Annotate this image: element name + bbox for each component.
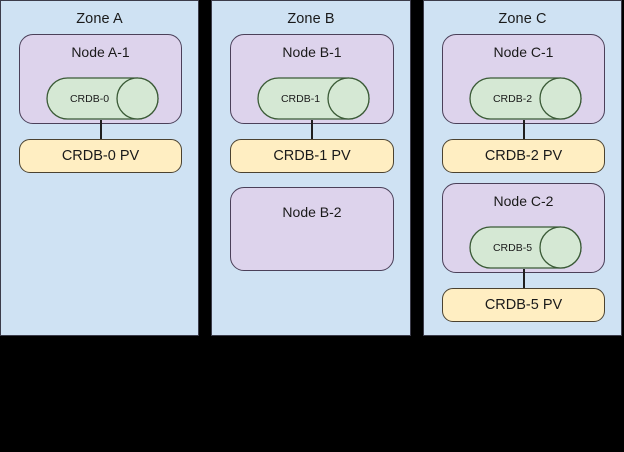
database-label-crdb-1: CRDB-1	[280, 92, 321, 105]
node-title-b-1: Node B-1	[282, 44, 342, 60]
pv-label-crdb-0: CRDB-0 PV	[61, 148, 140, 164]
node-box-b-2[interactable]: Node B-2	[230, 187, 394, 271]
connector-node-c-2-to-pv	[523, 269, 525, 289]
database-cylinder-crdb-2[interactable]: CRDB-2	[469, 77, 582, 120]
pv-label-crdb-2: CRDB-2 PV	[484, 148, 563, 164]
pv-box-crdb-1[interactable]: CRDB-1 PV	[230, 139, 394, 173]
pv-label-crdb-5: CRDB-5 PV	[484, 297, 563, 313]
pv-box-crdb-0[interactable]: CRDB-0 PV	[19, 139, 182, 173]
pv-box-crdb-5[interactable]: CRDB-5 PV	[442, 288, 605, 322]
zone-panel-a[interactable]: Zone A Node A-1 CRDB-0 CRDB-0 PV	[0, 0, 199, 336]
database-cylinder-crdb-0[interactable]: CRDB-0	[46, 77, 159, 120]
cylinder-shape-icon	[469, 226, 582, 269]
database-label-crdb-2: CRDB-2	[492, 92, 533, 105]
cylinder-shape-icon	[46, 77, 159, 120]
connector-node-c-1-to-pv	[523, 120, 525, 140]
database-cylinder-crdb-1[interactable]: CRDB-1	[257, 77, 370, 120]
cylinder-shape-icon	[257, 77, 370, 120]
node-title-a-1: Node A-1	[71, 44, 130, 60]
zone-panel-c[interactable]: Zone C Node C-1 CRDB-2 CRDB-2 PV Node C-…	[423, 0, 622, 336]
database-label-crdb-0: CRDB-0	[69, 92, 110, 105]
database-label-crdb-5: CRDB-5	[492, 241, 533, 254]
zone-title-a: Zone A	[76, 11, 123, 27]
connector-node-b-1-to-pv	[311, 120, 313, 140]
node-title-c-1: Node C-1	[493, 44, 554, 60]
zone-title-b: Zone B	[287, 11, 335, 27]
cylinder-shape-icon	[469, 77, 582, 120]
connector-node-a-1-to-pv	[100, 120, 102, 140]
node-title-c-2: Node C-2	[493, 193, 554, 209]
pv-label-crdb-1: CRDB-1 PV	[273, 148, 351, 164]
node-title-b-2: Node B-2	[282, 204, 342, 220]
zone-panel-b[interactable]: Zone B Node B-1 CRDB-1 CRDB-1 PV Node B-…	[211, 0, 411, 336]
pv-box-crdb-2[interactable]: CRDB-2 PV	[442, 139, 605, 173]
zone-title-c: Zone C	[498, 11, 547, 27]
database-cylinder-crdb-5[interactable]: CRDB-5	[469, 226, 582, 269]
